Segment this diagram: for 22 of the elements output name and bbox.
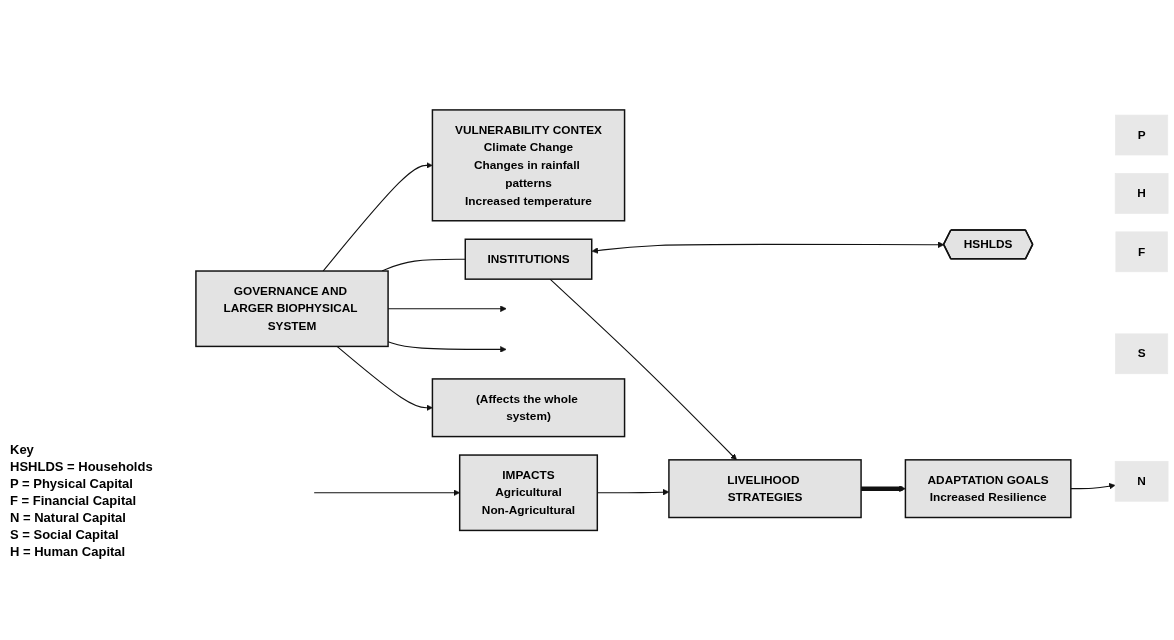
arrow (549, 278, 737, 460)
node-box: ADAPTATION GOALS Increased Resilience (904, 458, 1072, 519)
key-text: Key (10, 442, 35, 457)
arrow (591, 241, 945, 254)
key-text: HSHLDS = Households (10, 459, 154, 474)
node-box: N (1114, 460, 1169, 502)
key-text: P = Physical Capital (10, 476, 134, 491)
key-text: N = Natural Capital (10, 510, 127, 525)
arrow (313, 489, 460, 496)
node-box: IMPACTS Agricultural Non-Agricultural (458, 454, 599, 531)
node-box: INSTITUTIONS (464, 238, 593, 280)
arrow (336, 345, 433, 411)
key-text: S = Social Capital (10, 527, 120, 542)
node-box: (Affects the whole system) (431, 378, 626, 438)
node-box: VULNERABILITY CONTEX Climate Change Changes in rainfall patterns Increased temperature (431, 109, 626, 222)
arrow (861, 485, 906, 492)
arrow (322, 161, 433, 272)
arrow (1070, 482, 1116, 490)
node-box: LIVELIHOOD STRATEGIES (668, 458, 862, 519)
key-text: F = Financial Capital (10, 493, 138, 508)
node-box: GOVERNANCE AND LARGER BIOPHYSICAL SYSTEM (195, 270, 389, 347)
key-text: H = Human Capital (10, 544, 127, 559)
